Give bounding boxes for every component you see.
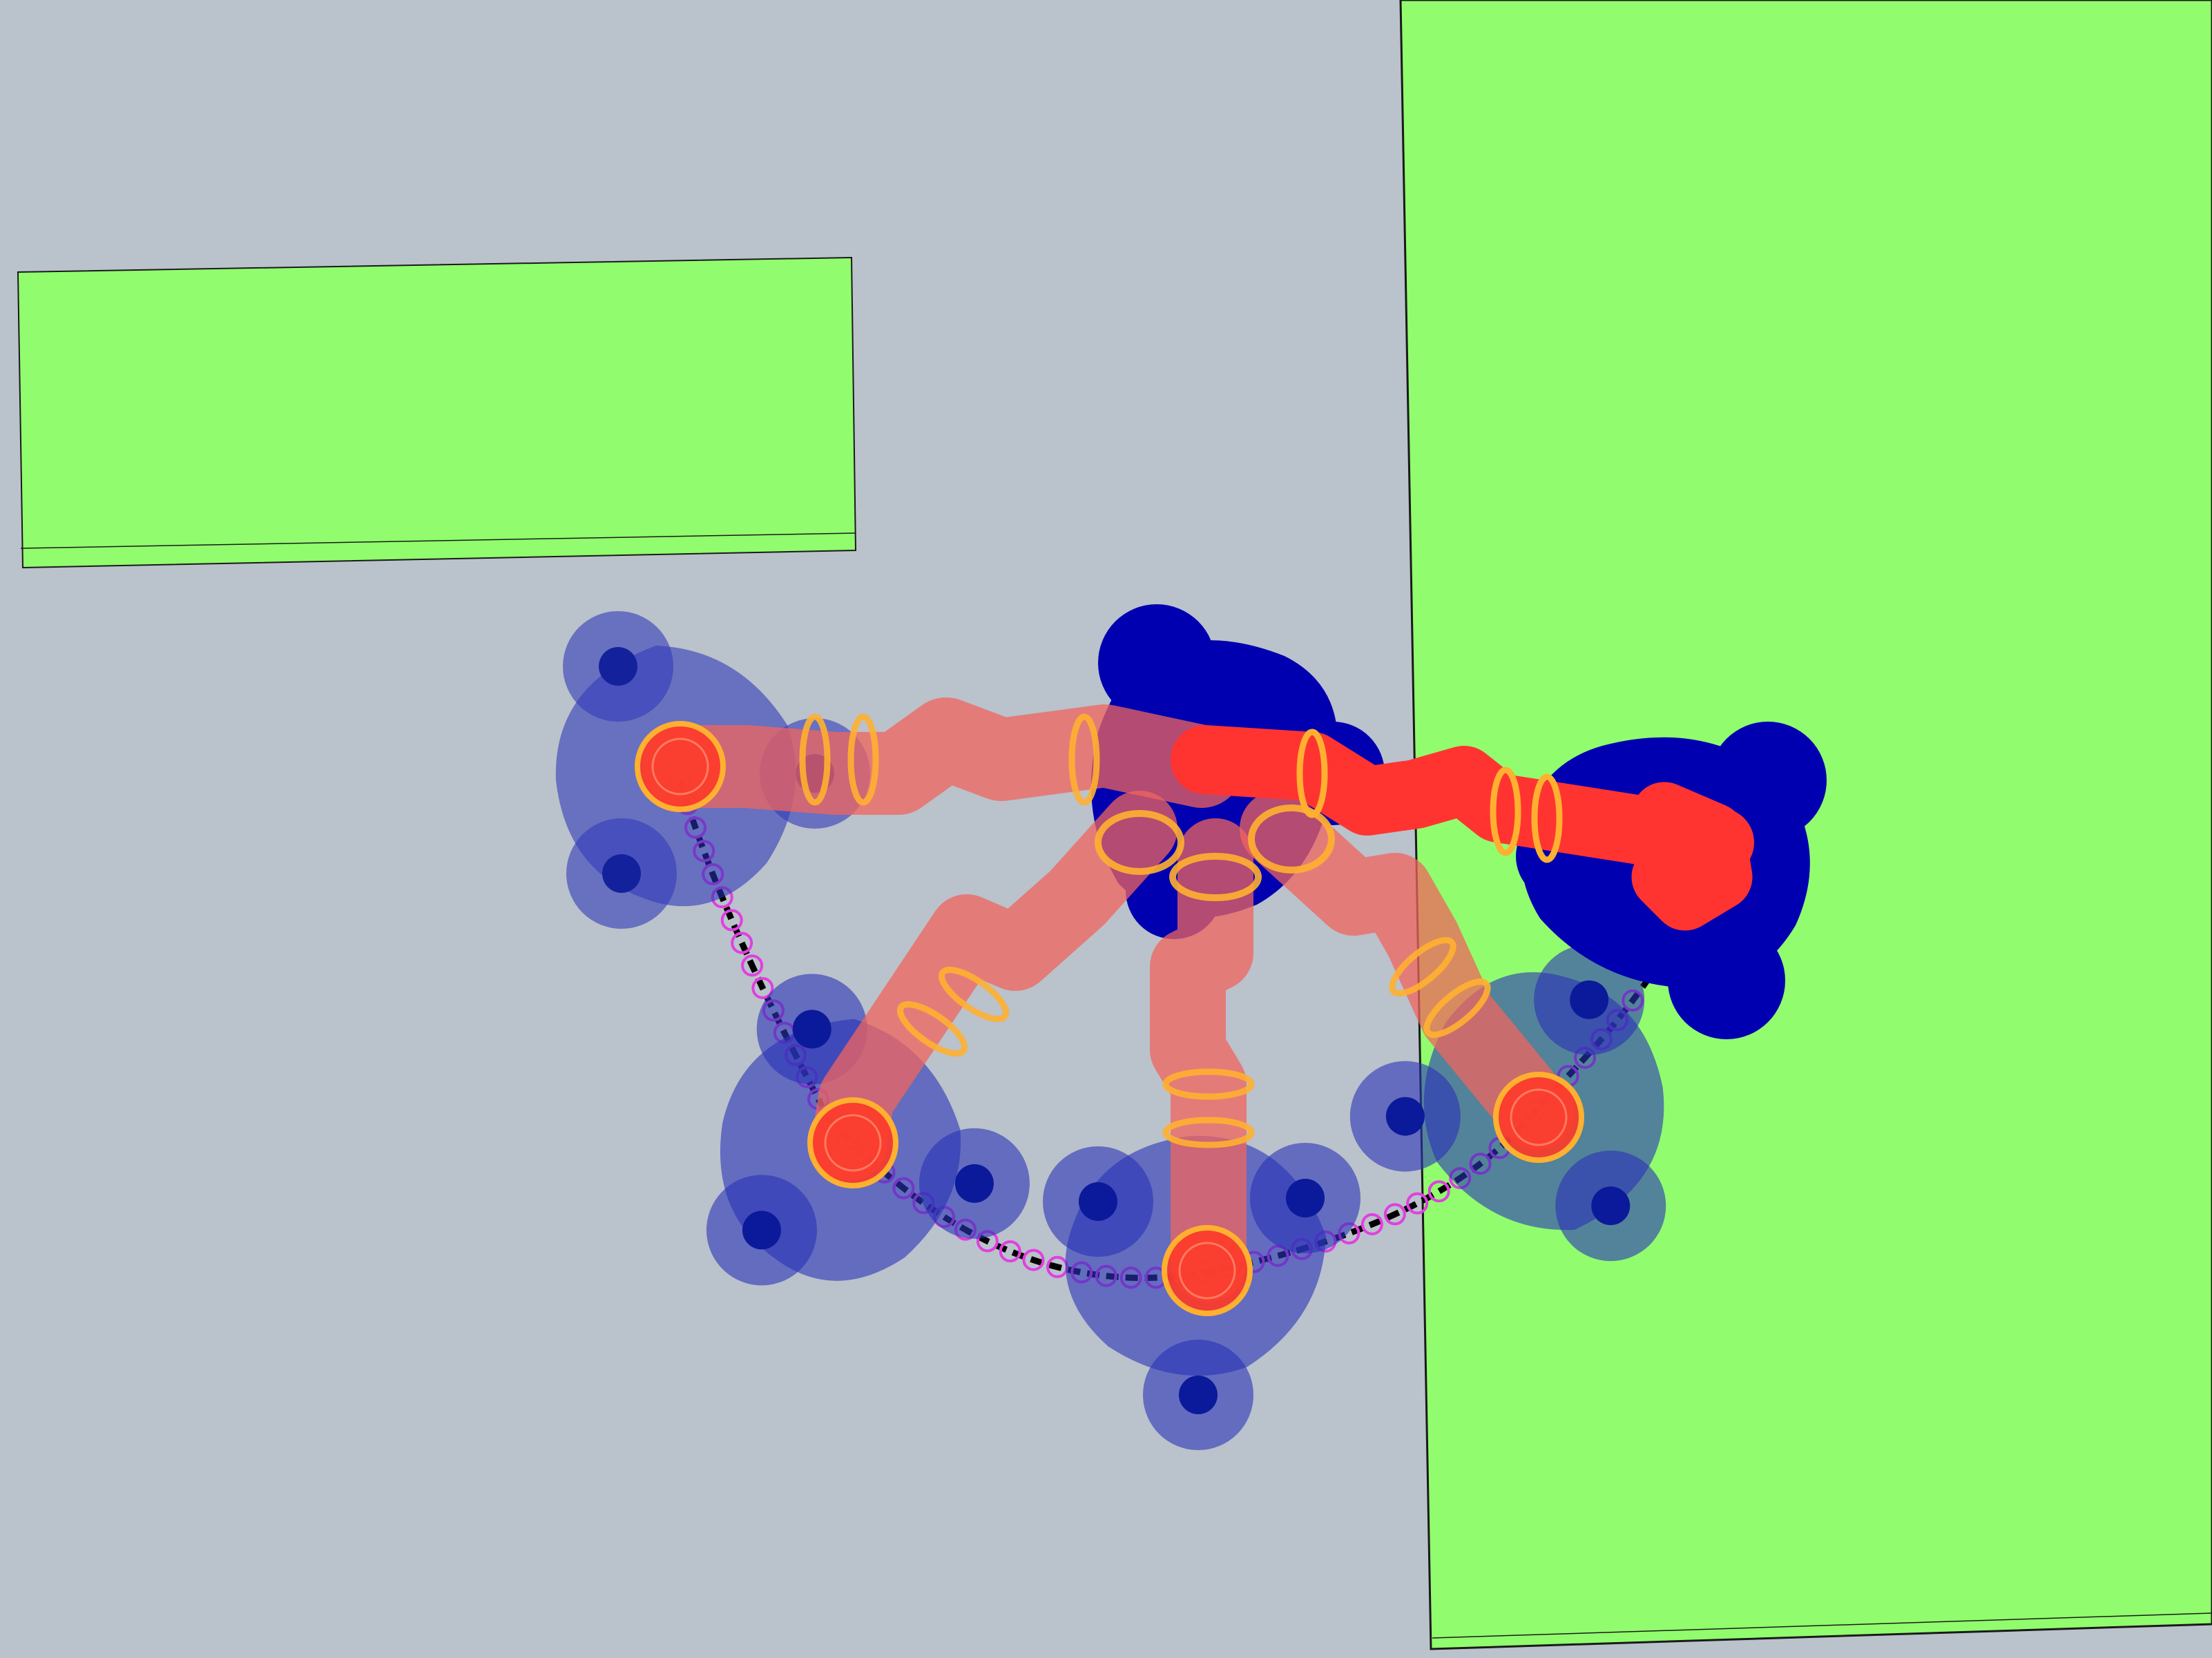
end-effector-ghost-4 xyxy=(1493,1072,1584,1163)
waypoint-circle-icon xyxy=(751,976,774,999)
waypoint-circle-icon xyxy=(1360,1213,1383,1235)
waypoint-circle-icon xyxy=(1383,1203,1406,1226)
end-effector-ghost-3 xyxy=(1162,1225,1253,1316)
waypoint-circle-icon xyxy=(1022,1249,1045,1271)
arm-ghost-pose-1 xyxy=(642,697,1243,815)
waypoint-circle-icon xyxy=(1406,1192,1429,1215)
waypoint-circle-icon xyxy=(731,932,753,954)
waypoint-circle-icon xyxy=(720,909,743,932)
end-effector-ghost-2 xyxy=(807,1097,898,1188)
end-effector-ghost-1 xyxy=(635,721,726,812)
obstacle-left[interactable] xyxy=(17,256,857,569)
waypoint-circle-icon xyxy=(999,1240,1021,1263)
waypoint-circle-icon xyxy=(1427,1180,1450,1203)
ghost-joint-rings xyxy=(799,713,1491,1148)
arm-current-pose[interactable] xyxy=(1171,725,1754,931)
arm-ghost-pose-4 xyxy=(1240,791,1575,1150)
arm-ghost-pose-3 xyxy=(1150,818,1253,1302)
current-joint-rings xyxy=(1296,729,1563,863)
waypoint-circle-icon xyxy=(741,954,764,977)
